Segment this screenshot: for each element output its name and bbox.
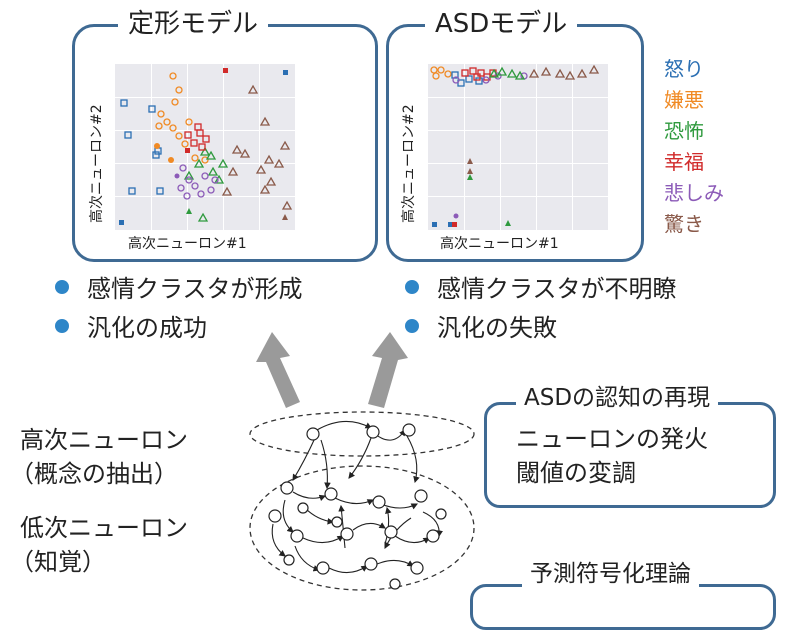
legend-item-anger: 怒り [664, 57, 704, 81]
typical-bullet-2: 汎化の成功 [55, 308, 207, 343]
asd-bullet-2: 汎化の失敗 [405, 308, 557, 343]
legend-item-fear: 恐怖 [664, 119, 704, 143]
neural-network-diagram [249, 411, 475, 591]
predictive-coding-box [470, 584, 776, 630]
high-neuron-label: 高次ニューロン [20, 426, 188, 454]
asd-bullet-1: 感情クラスタが不明瞭 [405, 269, 677, 304]
legend-item-surprise: 驚き [664, 212, 704, 236]
asd-model-title: ASDモデル [425, 9, 578, 39]
up-arrows [256, 332, 408, 408]
asd-y-axis-label: 高次ニューロン#2 [401, 104, 417, 223]
typical-scatter [119, 68, 293, 225]
asd-cognition-line-2: 閾値の変調 [516, 459, 636, 487]
high-neuron-sub: （概念の抽出） [10, 460, 178, 488]
predictive-coding-title: 予測符号化理論 [522, 560, 699, 588]
asd-scatter [430, 64, 600, 227]
low-neuron-label: 低次ニューロン [20, 514, 188, 542]
emotion-legend: 怒り 嫌悪 恐怖 幸福 悲しみ 驚き [664, 54, 724, 240]
typical-bullet-1: 感情クラスタが形成 [55, 269, 303, 304]
legend-item-disgust: 嫌悪 [664, 88, 704, 112]
legend-item-happiness: 幸福 [664, 150, 704, 174]
typical-x-axis-label: 高次ニューロン#1 [128, 236, 247, 252]
asd-plot-area [428, 64, 608, 230]
legend-item-sadness: 悲しみ [664, 181, 724, 205]
low-neuron-sub: （知覚） [10, 548, 106, 576]
typical-model-title: 定形モデル [118, 9, 269, 39]
asd-cognition-line-1: ニューロンの発火 [516, 425, 708, 453]
asd-x-axis-label: 高次ニューロン#1 [440, 236, 559, 252]
asd-cognition-title: ASDの認知の再現 [516, 384, 719, 412]
typical-y-axis-label: 高次ニューロン#2 [89, 104, 105, 223]
